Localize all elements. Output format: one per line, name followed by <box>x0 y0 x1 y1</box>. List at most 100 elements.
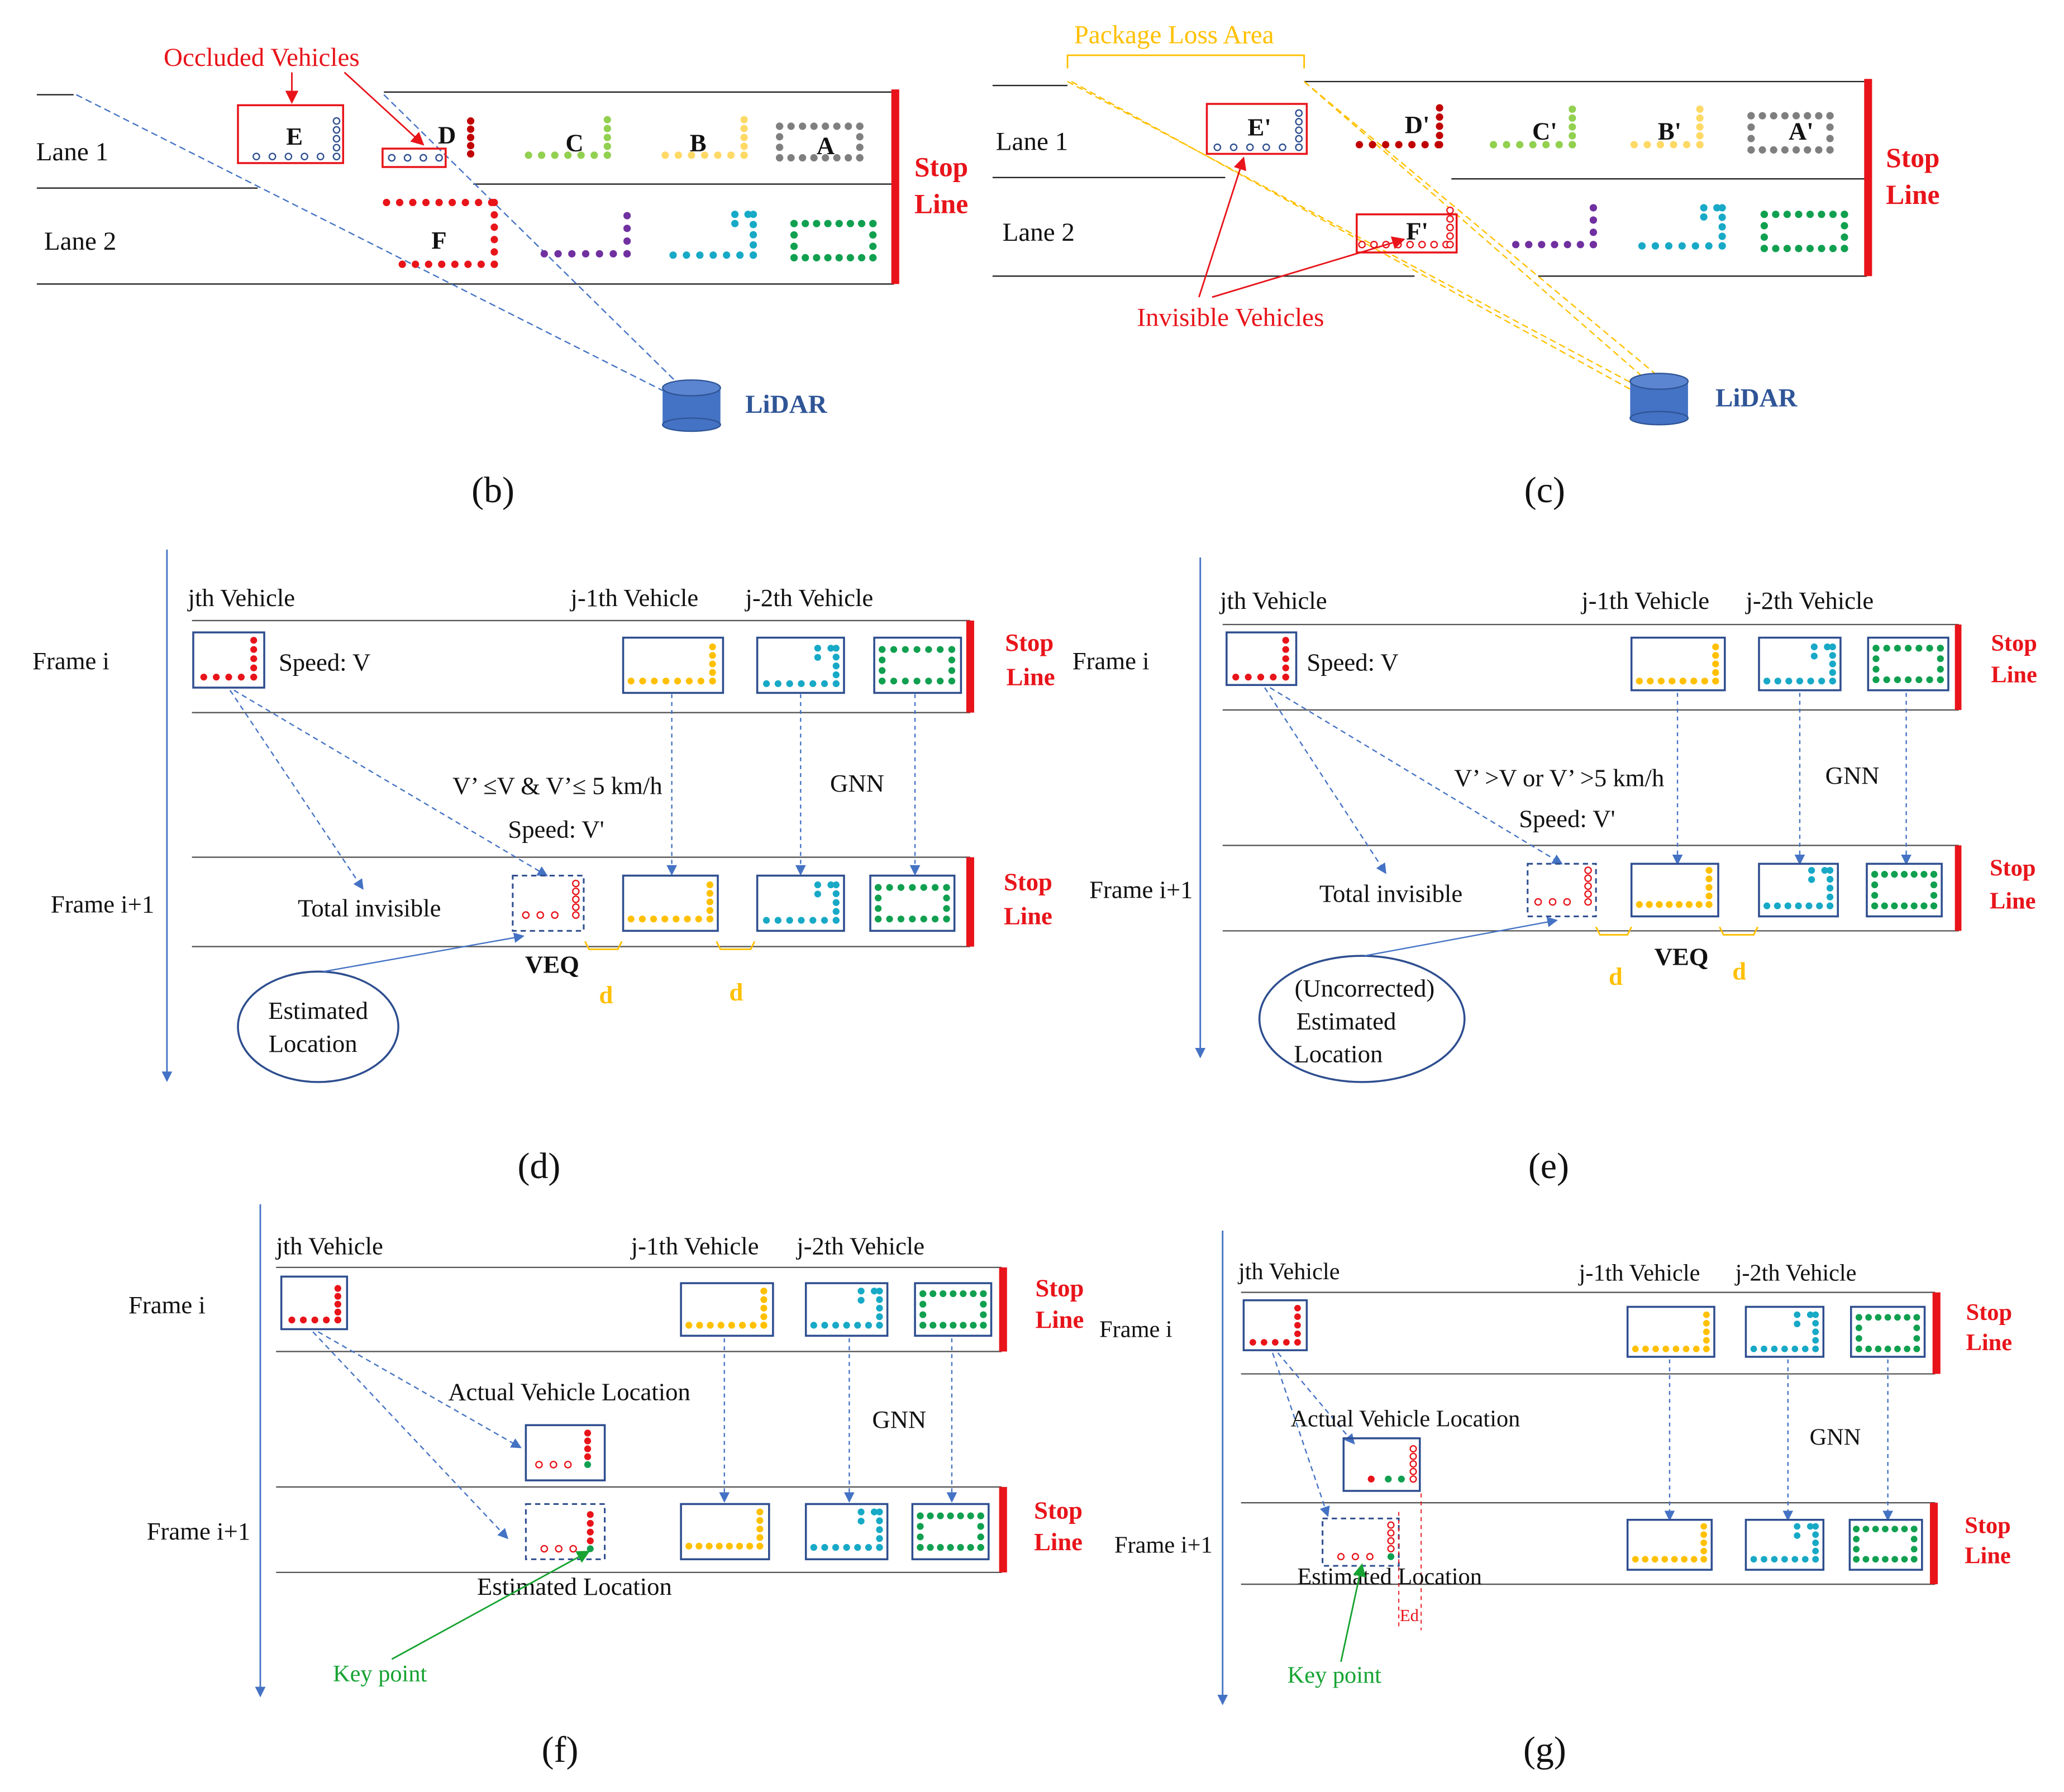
lidar-point <box>1910 1556 1918 1563</box>
lidar-point <box>395 198 404 207</box>
vehicle-e-box <box>237 104 345 164</box>
lidar-point <box>920 884 927 891</box>
gap-d-label: d <box>730 978 743 1006</box>
vehicle-d-occluded-box <box>382 147 447 168</box>
lidar-point <box>1853 1526 1860 1533</box>
j2-vehicle-box <box>756 874 845 932</box>
lidar-point <box>572 911 580 919</box>
lidar-point <box>696 251 704 259</box>
lidar-point <box>886 916 893 923</box>
lidar-point <box>1696 114 1704 122</box>
veq-label: VEQ <box>1655 943 1709 971</box>
lidar-point <box>1250 1339 1256 1346</box>
lidar-point <box>1418 241 1426 249</box>
lidar-point <box>726 1542 733 1550</box>
lidar-point <box>1337 1553 1345 1561</box>
lidar-point <box>1703 1311 1710 1318</box>
j1-vehicle-points <box>1636 643 1719 685</box>
lidar-point <box>535 1461 543 1469</box>
lidar-point <box>740 125 748 132</box>
j3-vehicle-box <box>914 1282 993 1337</box>
lidar-point <box>802 254 809 261</box>
lidar-point <box>1213 143 1222 151</box>
lidar-point <box>1810 652 1818 660</box>
lidar-point <box>661 151 669 159</box>
j2-vehicle-label: j-2th Vehicle <box>1744 587 1874 614</box>
lidar-point <box>609 250 617 258</box>
lidar-point <box>1512 241 1520 249</box>
lidar-point <box>814 645 821 652</box>
projection-arrow <box>1264 687 1386 874</box>
lidar-point <box>756 1534 764 1541</box>
lidar-point <box>1772 245 1780 252</box>
lidar-point <box>695 916 702 923</box>
lidar-point <box>1818 245 1825 252</box>
j3-vehicle-points <box>919 1290 987 1329</box>
lidar-point <box>1815 146 1823 154</box>
lidar-point <box>590 151 598 159</box>
j3-vehicle-box <box>911 1503 990 1561</box>
lidar-point <box>1930 881 1938 889</box>
lidar-point <box>1282 646 1289 653</box>
j1-vehicle-label: j-1th Vehicle <box>1578 1260 1700 1286</box>
lidar-point <box>1841 222 1848 230</box>
lidar-point <box>832 1544 840 1551</box>
lidar-point <box>1826 866 1834 874</box>
lidar-point <box>1387 1545 1395 1553</box>
lidar-point <box>551 151 559 159</box>
lidar-point <box>1703 1345 1710 1352</box>
lidar-point <box>832 645 840 652</box>
lidar-point <box>323 1316 330 1324</box>
package-loss-beam <box>1303 81 1655 387</box>
lidar-point <box>756 1508 764 1515</box>
lidar-point <box>697 678 704 685</box>
lidar-point <box>950 1290 957 1298</box>
lidar-point <box>1910 1526 1918 1533</box>
jth-vehicle-label: jth Vehicle <box>1237 1259 1340 1285</box>
stop-label: Stop <box>1035 1274 1084 1302</box>
j2-vehicle-points <box>762 881 840 924</box>
lidar-point <box>821 1544 828 1551</box>
lidar-point <box>1884 1345 1891 1352</box>
lidar-point <box>464 260 472 268</box>
lidar-point <box>538 151 546 159</box>
lidar-point <box>490 248 498 256</box>
lidar-point <box>1446 215 1454 223</box>
lidar-point <box>1758 146 1766 154</box>
lidar-point <box>843 1322 850 1329</box>
j2-vehicle-points <box>762 645 840 688</box>
lidar-point <box>869 254 877 261</box>
lidar-point <box>709 669 716 676</box>
stop-label: Stop <box>1004 868 1052 895</box>
lidar-point <box>740 151 748 159</box>
lidar-point <box>1913 1345 1920 1352</box>
vehicle-e-label: E <box>286 122 303 150</box>
lidar-point <box>1295 117 1303 126</box>
lidar-point <box>581 250 590 258</box>
jth-vehicle-points <box>1232 637 1289 681</box>
lidar-point <box>1446 206 1454 215</box>
j2-vehicle-label: j-2th Vehicle <box>1734 1260 1857 1286</box>
vehicle-purple-points <box>540 212 631 258</box>
j3-vehicle-points <box>1871 871 1938 909</box>
lidar-point <box>776 122 784 130</box>
lidar-point <box>1771 1556 1778 1563</box>
panel-c: Package Loss Area E' D' C' B' A' F' Invi… <box>992 21 1939 511</box>
lidar-point <box>736 251 744 259</box>
lidar-point <box>1915 645 1923 652</box>
j2-vehicle-box <box>1744 1305 1825 1358</box>
lidar-point <box>1781 1556 1788 1563</box>
lidar-point <box>917 1523 924 1530</box>
lidar-point <box>723 251 731 259</box>
lidar-point <box>1794 1311 1801 1318</box>
j1-vehicle-box <box>622 636 724 694</box>
lidar-point <box>799 122 807 130</box>
jth-vehicle-points <box>288 1285 341 1324</box>
stop-line-bar <box>1955 845 1962 931</box>
lidar-point <box>1865 1314 1872 1321</box>
projection-arrow <box>229 690 364 890</box>
lidar-point <box>1812 1345 1819 1352</box>
j1-vehicle-box <box>1630 862 1719 918</box>
lidar-point <box>669 251 677 259</box>
lidar-point <box>856 133 864 141</box>
